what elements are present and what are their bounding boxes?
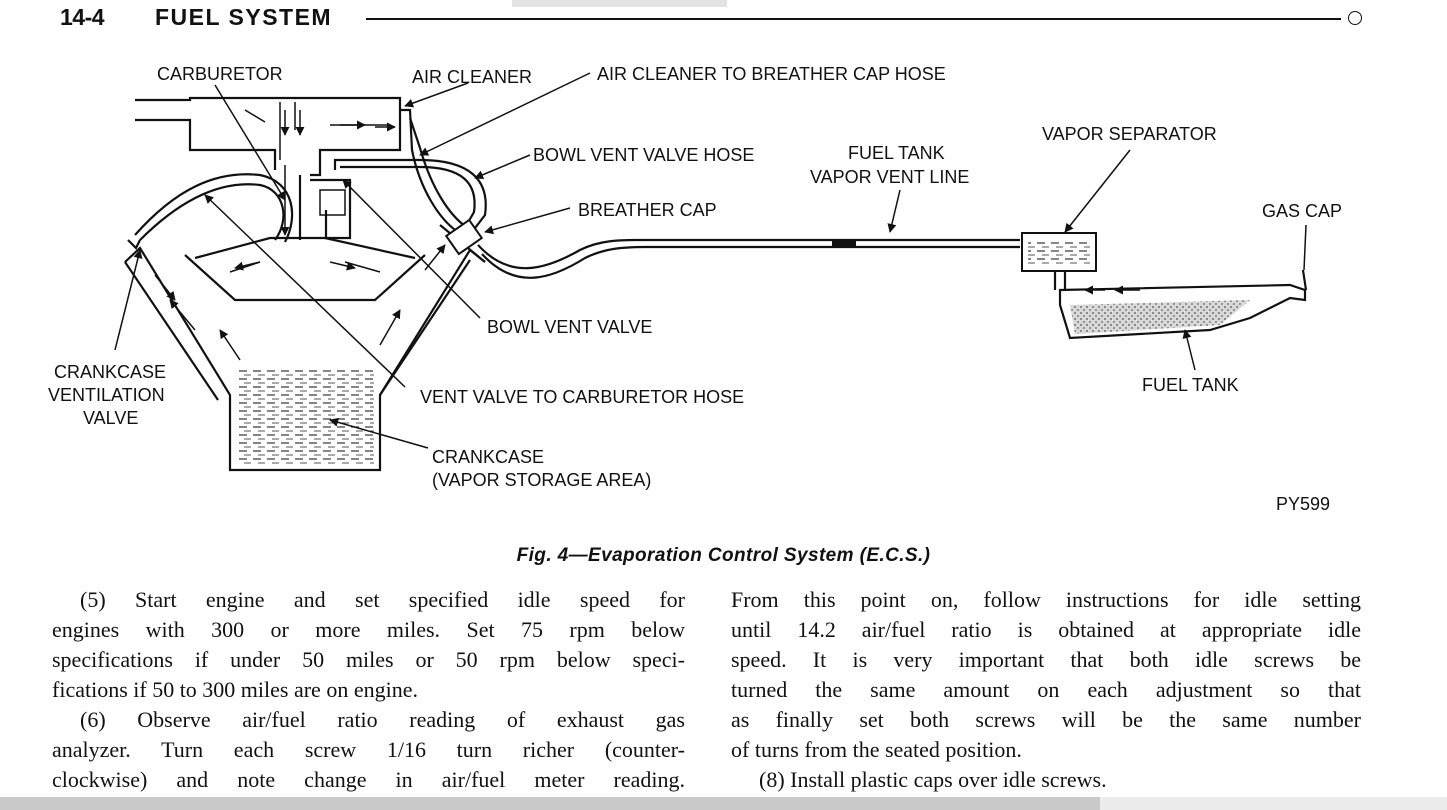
body-line: From this point on, follow instructions … [731,587,1361,612]
body-line: analyzer. Turn each screw 1/16 turn rich… [52,737,685,762]
ecs-diagram: CARBURETOR AIR CLEANER AIR CLEANER TO BR… [48,64,1342,514]
label-fuel-tank-vent-1: FUEL TANK [848,143,945,163]
body-column-right: From this point on, follow instructions … [731,585,1361,795]
header-rule-end-circle [1348,11,1362,25]
body-line: until 14.2 air/fuel ratio is obtained at… [731,617,1361,642]
label-bowl-vent-valve-hose: BOWL VENT VALVE HOSE [533,145,754,165]
figure-code: PY599 [1276,494,1330,514]
body-line: fications if 50 to 300 miles are on engi… [52,677,418,702]
label-vent-valve-hose: VENT VALVE TO CARBURETOR HOSE [420,387,744,407]
engine-drawing [124,96,1020,472]
header-rule [366,18,1341,20]
label-fuel-tank: FUEL TANK [1142,375,1239,395]
horizontal-scrollbar[interactable] [0,797,1100,810]
label-vapor-separator: VAPOR SEPARATOR [1042,124,1217,144]
label-crankcase-vent-1: CRANKCASE [54,362,166,382]
body-line: speed. It is very important that both id… [731,647,1361,672]
label-breather-cap: BREATHER CAP [578,200,717,220]
body-column-left: (5) Start engine and set specified idle … [52,585,685,795]
label-air-cleaner-hose: AIR CLEANER TO BREATHER CAP HOSE [597,64,946,84]
viewer-tab-strip [512,0,727,7]
label-crankcase-vent-3: VALVE [83,408,138,428]
label-bowl-vent-valve: BOWL VENT VALVE [487,317,652,337]
body-line: (5) Start engine and set specified idle … [80,587,685,612]
fuel-tank-drawing [1021,232,1308,340]
body-line: clockwise) and note change in air/fuel m… [52,767,685,792]
leader-lines [114,72,1307,449]
body-line: of turns from the seated position. [731,737,1022,762]
body-line: specifications if under 50 miles or 50 r… [52,647,685,672]
label-crankcase-2: (VAPOR STORAGE AREA) [432,470,651,490]
label-crankcase-1: CRANKCASE [432,447,544,467]
body-line: as finally set both screws will be the s… [731,707,1361,732]
label-fuel-tank-vent-2: VAPOR VENT LINE [810,167,969,187]
figure-caption: Fig. 4—Evaporation Control System (E.C.S… [516,545,931,566]
page-header: 14-4 FUEL SYSTEM [0,0,1447,40]
diagram-labels: CARBURETOR AIR CLEANER AIR CLEANER TO BR… [48,64,1342,514]
body-line: turned the same amount on each adjustmen… [731,677,1361,702]
label-crankcase-vent-2: VENTILATION [48,385,165,405]
label-gas-cap: GAS CAP [1262,201,1342,221]
body-line: (6) Observe air/fuel ratio reading of ex… [80,707,685,732]
label-air-cleaner: AIR CLEANER [412,67,532,87]
scrollbar-track[interactable] [1100,797,1447,810]
page-number: 14-4 [60,4,105,30]
section-title: FUEL SYSTEM [155,4,333,30]
label-carburetor: CARBURETOR [157,64,283,84]
body-line: (8) Install plastic caps over idle screw… [759,767,1107,792]
body-line: engines with 300 or more miles. Set 75 r… [52,617,685,642]
